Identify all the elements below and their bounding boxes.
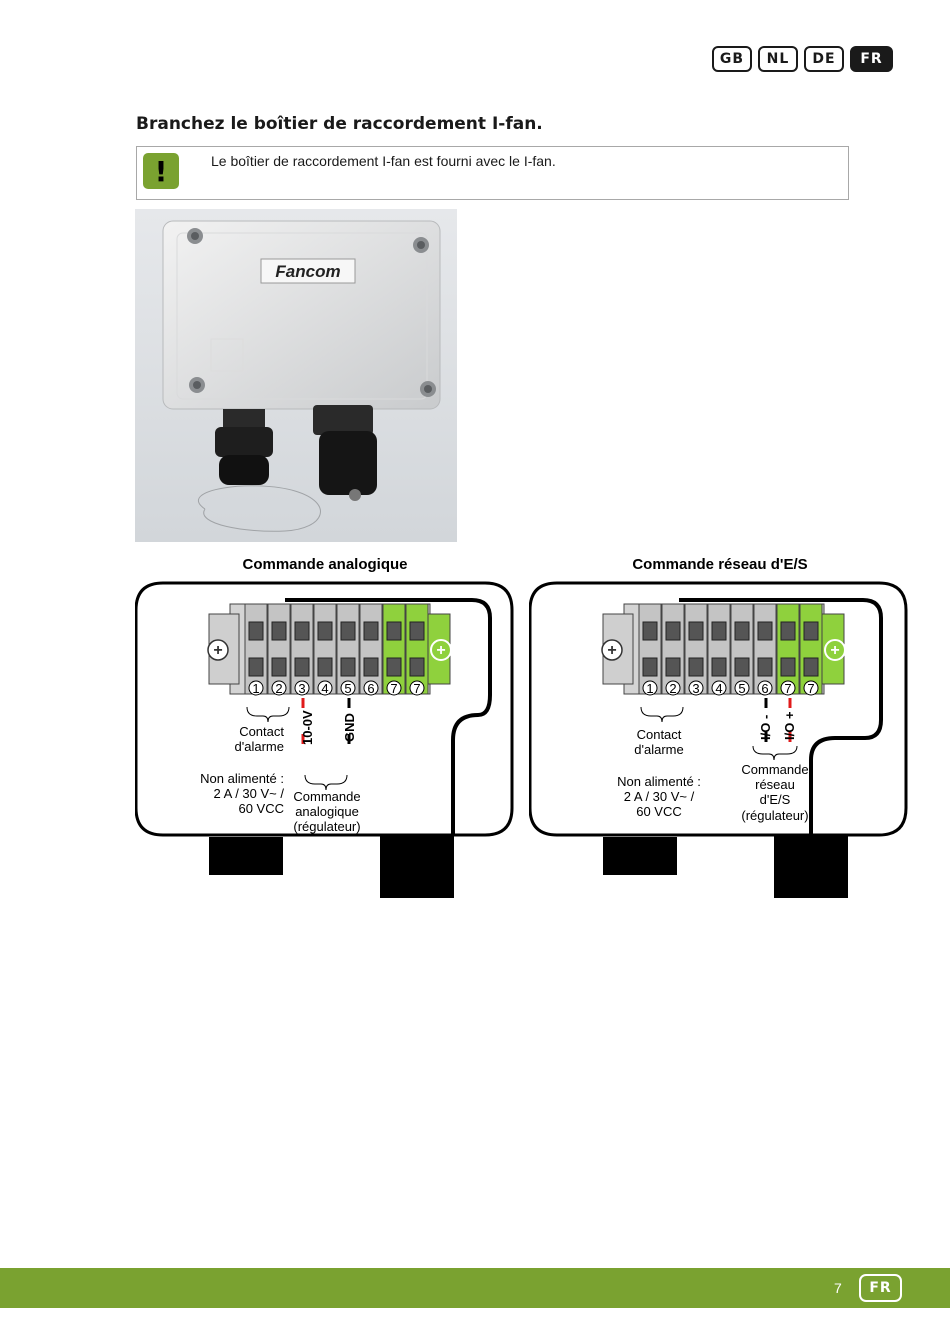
svg-text:+: +: [436, 642, 445, 659]
footer-language-tab[interactable]: FR: [859, 1274, 902, 1302]
alarm-contact-label: d'alarme: [235, 739, 284, 754]
footer-bar: [0, 1268, 950, 1308]
rating-label: 60 VCC: [636, 804, 682, 819]
alarm-contact-label: Contact: [637, 727, 682, 742]
rating-label: Non alimenté :: [200, 771, 284, 786]
control-label: réseau: [755, 777, 795, 792]
terminal-label: 6: [367, 681, 374, 696]
wire-label-io-minus: I/O -: [758, 715, 773, 740]
control-label: (régulateur): [293, 819, 360, 834]
lang-tab-gb[interactable]: GB: [712, 46, 752, 72]
terminal-label: 5: [738, 681, 745, 696]
terminal-label: 7: [784, 681, 791, 696]
terminal-block: + +: [601, 603, 846, 695]
terminal-label: 3: [298, 681, 305, 696]
svg-text:+: +: [213, 642, 222, 659]
page-title: Branchez le boîtier de raccordement I-fa…: [136, 114, 543, 134]
control-label: Commande: [293, 789, 360, 804]
language-tabs: GB NL DE FR: [712, 46, 893, 72]
note-text: Le boîtier de raccordement I-fan est fou…: [211, 153, 556, 169]
wire-label-10-0v: 10-0V: [300, 710, 315, 745]
terminal-label: 7: [413, 681, 420, 696]
terminal-label: 3: [692, 681, 699, 696]
rating-label: Non alimenté :: [617, 774, 701, 789]
alarm-contact-label: d'alarme: [634, 742, 683, 757]
terminal-label: 2: [669, 681, 676, 696]
diagram-title-analog: Commande analogique: [242, 556, 408, 573]
control-label: Commande: [741, 762, 808, 777]
terminal-label: 4: [321, 681, 328, 696]
terminal-label: 5: [344, 681, 351, 696]
brand-label: Fancom: [275, 262, 340, 281]
wire-label-gnd: GND: [342, 713, 357, 742]
wiring-diagram-network: + + 1 2 3 4 5 6 7 7 I/O -: [529, 581, 908, 898]
control-label: analogique: [295, 804, 359, 819]
wire-label-io-plus: I/O +: [782, 711, 797, 740]
lang-tab-de[interactable]: DE: [804, 46, 844, 72]
terminal-label: 4: [715, 681, 722, 696]
page-number: 7: [834, 1280, 842, 1296]
terminal-label: 1: [252, 681, 259, 696]
svg-text:+: +: [830, 642, 839, 659]
svg-text:+: +: [607, 642, 616, 659]
control-label: d'E/S: [760, 792, 791, 807]
terminal-block: + +: [207, 603, 452, 695]
note-box: ! Le boîtier de raccordement I-fan est f…: [136, 146, 849, 200]
rating-label: 2 A / 30 V~ /: [624, 789, 695, 804]
terminal-label: 6: [761, 681, 768, 696]
lang-tab-nl[interactable]: NL: [758, 46, 798, 72]
wiring-diagram-analog: + + 1 2 3 4 5 6 7 7 10-0V: [135, 581, 514, 898]
rating-label: 60 VCC: [238, 801, 284, 816]
alarm-contact-label: Contact: [239, 724, 284, 739]
terminal-label: 1: [646, 681, 653, 696]
terminal-label: 7: [807, 681, 814, 696]
lang-tab-fr[interactable]: FR: [850, 46, 893, 72]
terminal-label: 7: [390, 681, 397, 696]
control-label: (régulateur): [741, 808, 808, 823]
rating-label: 2 A / 30 V~ /: [214, 786, 285, 801]
diagram-title-network: Commande réseau d'E/S: [632, 556, 808, 573]
warning-icon: !: [143, 153, 179, 189]
junction-box-photo: Fancom: [135, 209, 457, 542]
terminal-label: 2: [275, 681, 282, 696]
